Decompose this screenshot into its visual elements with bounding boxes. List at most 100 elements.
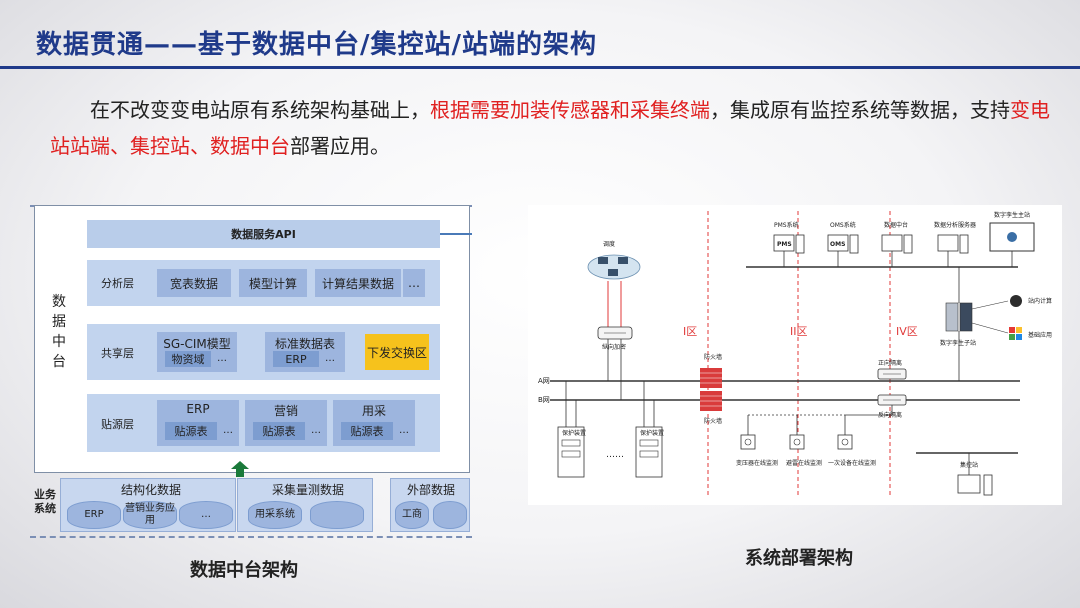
src-usage-more: … [399, 425, 409, 436]
firewall-label-top: 防火墙 [704, 353, 722, 361]
twin-master-icon [989, 222, 1035, 267]
structured-title: 结构化数据 [121, 483, 182, 497]
vertical-encrypt-label: 纵向加密 [602, 343, 626, 351]
zone-label-3: IV区 [896, 325, 918, 338]
oms-label: OMS系统 [830, 221, 856, 229]
cyl-erp: ERP [67, 501, 121, 529]
forward-isolation-label: 正向隔离 [878, 359, 902, 367]
protect-dev-label-2: 保护装置 [640, 429, 664, 437]
dashed-bottom-border [30, 536, 472, 538]
analysis-layer: 分析层 宽表数据 模型计算 计算结果数据 … [87, 260, 440, 306]
material-domain-tag: 物资域 [165, 351, 211, 367]
protect-device-2 [635, 426, 663, 478]
sgcim-more: … [217, 353, 227, 364]
online-label-2: 避雷在线监测 [786, 459, 822, 467]
side-label: 数据中台 [52, 294, 66, 370]
source-label: 贴源层 [101, 418, 134, 431]
analysis-server-icon [937, 234, 969, 267]
pms-server-icon [773, 234, 805, 267]
shared-layer: 共享层 SG-CIM模型 物资域 … 标准数据表 ERP … 下发交换区 [87, 324, 440, 380]
zone-label-1: I区 [683, 325, 697, 338]
zone-label-2: II区 [790, 325, 808, 338]
analysis-more: … [403, 269, 425, 297]
protect-dev-label-1: 保护装置 [562, 429, 586, 437]
wide-table-box: 宽表数据 [157, 269, 231, 297]
site-calc-icon [1010, 295, 1022, 307]
title-rule [0, 66, 1080, 69]
cyl-industry-commerce: 工商 [395, 501, 429, 529]
data-platform-label: 数据中台 [884, 221, 908, 229]
src-marketing-tag: 贴源表 [253, 422, 305, 440]
business-system-label: 业务系统 [34, 488, 56, 515]
shared-label: 共享层 [101, 347, 134, 360]
pms-label: PMS系统 [774, 221, 799, 229]
net-b-label: B网 [538, 396, 550, 404]
twin-to-app [971, 322, 1009, 334]
api-bar: 数据服务API [87, 220, 440, 248]
deployment-diagram: I区 II区 IV区 调度 纵向加密 A网 B网 防火墙 [528, 205, 1062, 505]
cyl-usage-system: 用采系统 [248, 501, 302, 529]
forward-isolation-device [877, 368, 907, 380]
src-usage-tag: 贴源表 [341, 422, 393, 440]
online-monitor-3 [837, 434, 853, 450]
cyl-more: … [179, 501, 233, 529]
erp-tag: ERP [273, 351, 319, 367]
intro-red2: 变电站站端、集控站、数据中台 [50, 98, 1050, 158]
oms-logo-text: OMS [830, 241, 845, 248]
measure-title: 采集量测数据 [272, 483, 345, 497]
twin-to-calc [971, 300, 1009, 310]
cyl-measure-blank [310, 501, 364, 529]
std-more: … [325, 353, 335, 364]
protect-dots: …… [606, 450, 624, 460]
intro-part1: 在不改变变电站原有系统架构基础上， [90, 98, 430, 122]
up-arrow-icon [231, 461, 249, 477]
dispatch-label: 调度 [603, 240, 615, 248]
vertical-encrypt-device [597, 326, 633, 340]
protect-device-1 [557, 426, 585, 478]
analysis-server-label: 数据分析服务器 [934, 221, 976, 229]
src-marketing-more: … [311, 425, 321, 436]
src-erp-more: … [223, 425, 233, 436]
oms-server-icon [827, 234, 859, 267]
external-title: 外部数据 [407, 483, 456, 497]
src-erp-tag: 贴源表 [165, 422, 217, 440]
intro-part3: 部署应用。 [290, 134, 390, 158]
page-title: 数据贯通——基于数据中台/集控站/站端的架构 [36, 30, 597, 60]
right-caption: 系统部署架构 [745, 548, 853, 569]
basic-app-icon [1009, 327, 1022, 340]
analysis-label: 分析层 [101, 277, 134, 290]
intro-red1: 根据需要加装传感器和采集终端 [430, 98, 710, 122]
cyl-marketing-app: 营销业务应用 [123, 501, 177, 529]
cyl-external-blank [433, 501, 467, 529]
firewall-icon-bottom [700, 391, 722, 411]
dispatch-icon [587, 254, 641, 280]
online-label-1: 变压器在线监测 [736, 459, 778, 467]
basic-app-label: 基础应用 [1028, 331, 1052, 339]
api-connector [440, 233, 472, 235]
data-platform-icon [881, 234, 913, 267]
pms-logo-text: PMS [777, 241, 792, 248]
left-caption: 数据中台架构 [190, 560, 298, 581]
online-label-3: 一次设备在线监测 [828, 459, 876, 467]
source-layer: 贴源层 ERP 贴源表 … 营销 贴源表 … 用采 贴源表 … [87, 394, 440, 452]
net-a-label: A网 [538, 377, 550, 385]
twin-substation-rack-icon [945, 302, 973, 332]
reverse-isolation-device [877, 394, 907, 406]
online-monitor-1 [740, 434, 756, 450]
twin-sub-label: 数字孪生子站 [940, 339, 976, 347]
deployment-svg: I区 II区 IV区 调度 纵向加密 A网 B网 防火墙 [538, 211, 1052, 496]
firewall-label-bottom: 防火墙 [704, 417, 722, 425]
site-calc-label: 站内计算 [1028, 297, 1052, 305]
measure-data-group: 采集量测数据 用采系统 [237, 478, 373, 532]
intro-part2: ，集成原有监控系统等数据，支持 [710, 98, 1010, 122]
exchange-zone-box: 下发交换区 [365, 334, 429, 370]
control-station-icon [957, 474, 993, 496]
calc-result-box: 计算结果数据 [315, 269, 401, 297]
model-calc-box: 模型计算 [239, 269, 307, 297]
structured-data-group: 结构化数据 ERP 营销业务应用 … [60, 478, 236, 532]
intro-paragraph: 在不改变变电站原有系统架构基础上，根据需要加装传感器和采集终端，集成原有监控系统… [50, 92, 1050, 164]
twin-master-label: 数字孪生主站 [994, 211, 1030, 219]
external-data-group: 外部数据 工商 [390, 478, 470, 532]
online-monitor-2 [789, 434, 805, 450]
firewall-icon-top [700, 368, 722, 388]
